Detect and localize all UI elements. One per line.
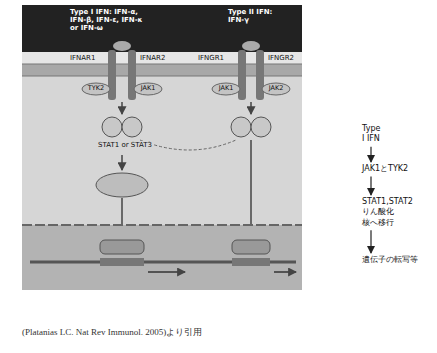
- signal-arrow: [250, 102, 252, 114]
- nucleus: [22, 225, 302, 290]
- receptor-label: IFNAR2: [140, 54, 165, 62]
- ligand-shape: [242, 41, 260, 51]
- transcription-arrow: [148, 271, 185, 273]
- flow-step: JAK1とTYK2: [362, 164, 408, 174]
- flow-step: Type I IFN: [362, 124, 380, 145]
- nuclear-membrane: [22, 224, 302, 226]
- kinase-label: JAK1: [214, 85, 238, 92]
- step-text: JAK1とTYK2: [362, 164, 408, 174]
- kinase-oval: [212, 83, 240, 95]
- flow-arrow: [370, 176, 371, 195]
- receptor-label: IFNAR1: [70, 54, 95, 62]
- protein-label: STAT1 or STAT3: [97, 141, 153, 149]
- ligand-label: Type II IFN: IFN-γ: [228, 8, 280, 24]
- receptor-label: IFNGR2: [268, 54, 294, 62]
- source-caption: (Platanias LC. Nat Rev Immunol. 2005)より引…: [22, 326, 202, 339]
- stat-protein: [102, 117, 122, 137]
- stat-protein: [231, 117, 251, 137]
- stat-protein: [251, 117, 271, 137]
- cell-ground: [22, 5, 302, 290]
- receptor-chain: [256, 50, 264, 100]
- receptor-label: IFNGR1: [198, 54, 224, 62]
- dna-bound-complex: [232, 240, 270, 254]
- ligand-label: Type I IFN: IFN-α, IFN-β, IFN-ε, IFN-κ o…: [70, 8, 150, 32]
- receptor-chain: [108, 50, 116, 100]
- signal-arrow: [121, 155, 123, 170]
- transcription-arrow: [274, 271, 296, 273]
- signal-arrow: [250, 140, 252, 236]
- flow-arrow: [370, 230, 371, 253]
- stat-protein: [122, 117, 142, 137]
- flow-step: STAT1,STAT2 りん酸化 核へ移行: [362, 197, 413, 228]
- kinase-label: JAK1: [136, 85, 160, 92]
- dna-bound-complex: [100, 240, 144, 254]
- promoter-element: [100, 258, 144, 266]
- flow-step: 遺伝子の転写等: [362, 255, 418, 265]
- ligand-band: [22, 5, 302, 52]
- kinase-label: JAK2: [264, 85, 288, 92]
- step-text: 遺伝子の転写等: [362, 255, 418, 265]
- step-text: Type I IFN: [362, 124, 380, 145]
- receptor-chain: [128, 50, 136, 100]
- promoter-element: [232, 258, 270, 266]
- stat-complex: [96, 173, 148, 197]
- kinase-label: TYK2: [84, 85, 108, 92]
- flow-arrow: [370, 147, 371, 162]
- signal-arrow: [121, 102, 123, 114]
- ligand-shape: [113, 41, 131, 51]
- receptor-chain: [238, 50, 246, 100]
- kinase-oval: [134, 83, 162, 95]
- kinase-oval: [262, 83, 290, 95]
- step-text: STAT1,STAT2 りん酸化 核へ移行: [362, 197, 413, 228]
- cross-arrow: [140, 140, 236, 150]
- kinase-oval: [82, 83, 110, 95]
